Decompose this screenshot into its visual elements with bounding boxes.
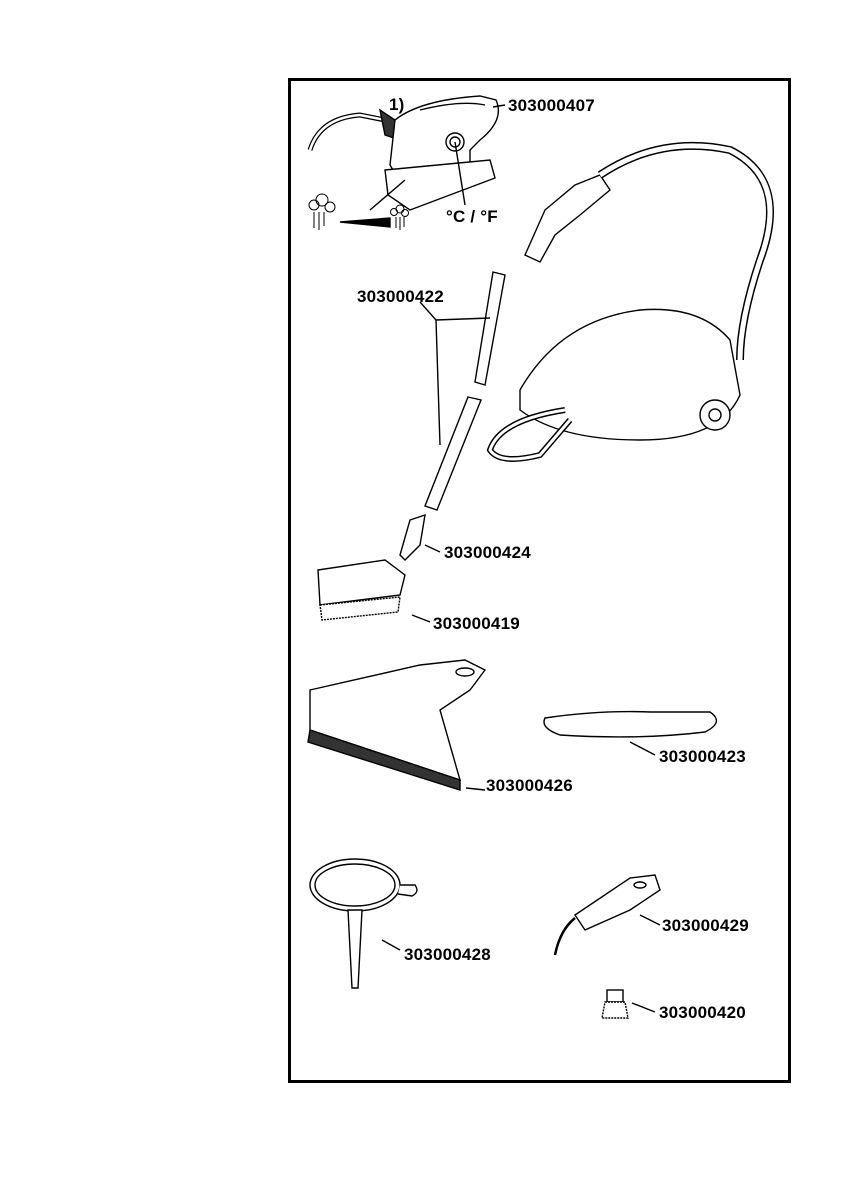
- adapter-drawing: [399, 513, 426, 561]
- part-number-round-brush: 303000420: [659, 1003, 746, 1022]
- funnel-drawing: [309, 858, 418, 989]
- cloth-cover-drawing: [543, 710, 718, 738]
- part-number-steam-iron: 303000407: [508, 96, 595, 115]
- part-number-adapter: 303000424: [444, 543, 531, 562]
- diagram-frame: [288, 78, 791, 1083]
- round-brush-drawing: [601, 989, 656, 1019]
- part-number-extension-tubes: 303000422: [357, 287, 444, 306]
- part-number-floor-brush: 303000419: [433, 614, 520, 633]
- extension-tubes-drawing: [419, 271, 506, 511]
- temperature-unit-label: °C / °F: [446, 207, 498, 226]
- footnote-marker: 1): [389, 95, 405, 114]
- floor-brush-drawing: [317, 559, 431, 623]
- part-number-detail-nozzle: 303000429: [662, 916, 749, 935]
- part-number-cloth-cover: 303000423: [659, 747, 746, 766]
- detail-nozzle-drawing: [553, 874, 661, 956]
- steam-iron-drawing: [307, 95, 506, 230]
- part-number-funnel: 303000428: [404, 945, 491, 964]
- window-squeegee-drawing: [307, 659, 487, 791]
- steam-cleaner-drawing: [486, 141, 774, 462]
- part-number-window-squeegee: 303000426: [486, 776, 573, 795]
